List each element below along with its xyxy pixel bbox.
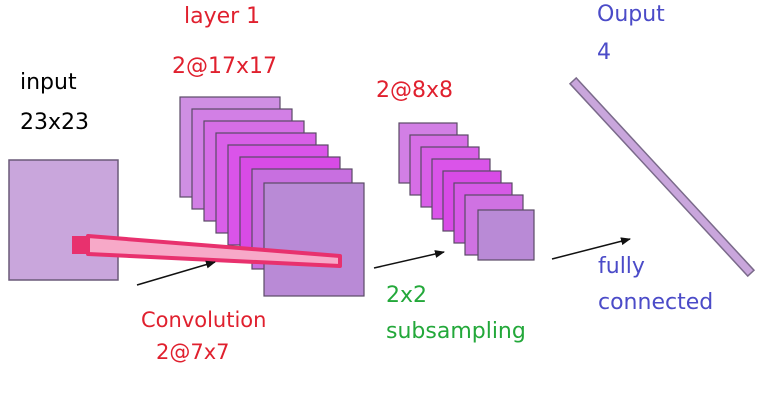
subsampling-arrow bbox=[373, 250, 445, 269]
convolution-size: 2@7x7 bbox=[156, 340, 230, 364]
input-size: 23x23 bbox=[20, 110, 90, 135]
layer1-title: layer 1 bbox=[184, 4, 261, 29]
subsample-size: 2@8x8 bbox=[376, 78, 454, 103]
output-layer-fill bbox=[571, 79, 753, 275]
fully-connected-sub: connected bbox=[598, 290, 714, 315]
subsample-feature-maps bbox=[398, 122, 535, 261]
fully-connected-title: fully bbox=[598, 254, 645, 279]
convolution-projection bbox=[86, 234, 342, 268]
output-size: 4 bbox=[597, 40, 611, 65]
layer1-feature-maps bbox=[179, 96, 365, 297]
subsampling-title: 2x2 bbox=[386, 283, 428, 308]
layer1-map bbox=[263, 182, 365, 297]
fully-connected-arrow bbox=[551, 237, 631, 260]
input-map bbox=[8, 159, 119, 281]
output-title: Ouput bbox=[597, 2, 665, 27]
kernel-patch bbox=[72, 236, 88, 254]
subsampling-sub: subsampling bbox=[386, 319, 526, 344]
layer1-size: 2@17x17 bbox=[172, 54, 278, 79]
convolution-title: Convolution bbox=[141, 308, 267, 332]
subsample-map bbox=[477, 209, 535, 261]
input-title: input bbox=[20, 70, 77, 95]
convolution-arrow bbox=[136, 260, 216, 286]
